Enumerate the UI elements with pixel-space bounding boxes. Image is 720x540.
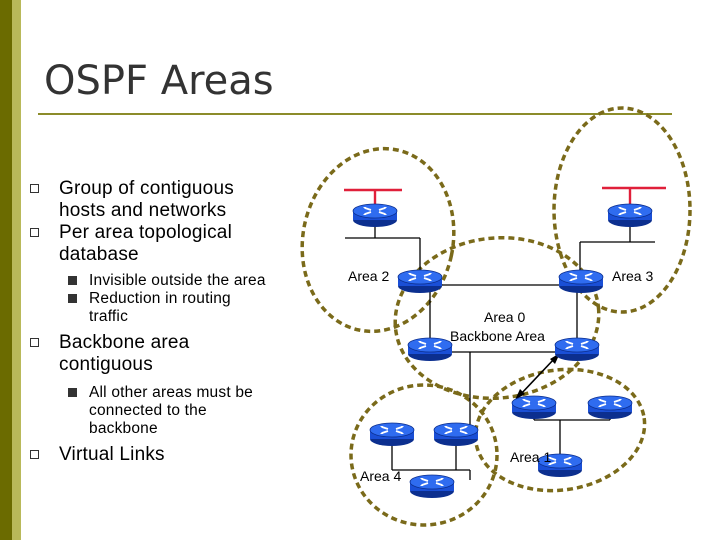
- side-bar-dark: [0, 0, 12, 540]
- bullet-square-icon: [30, 228, 39, 237]
- router-icon: [397, 269, 443, 294]
- bullet-line: Virtual Links: [59, 444, 165, 465]
- sub-bullet-item: All other areas must be connected to the…: [30, 384, 320, 438]
- sub-bullet-square-icon: [68, 276, 77, 285]
- sub-bullet-square-icon: [68, 294, 77, 303]
- bullet-line: connected to the: [89, 402, 207, 419]
- bullet-line: Reduction in routing: [89, 290, 231, 307]
- bullet-line: Group of contiguous: [59, 178, 234, 199]
- bullet-line: Backbone area: [59, 332, 190, 353]
- router-icon: [433, 422, 479, 447]
- bullet-line: Invisible outside the area: [89, 272, 266, 289]
- area4-boundary: [349, 383, 499, 527]
- sub-bullet-item: Reduction in routing traffic: [30, 290, 320, 326]
- bullet-line: database: [59, 244, 139, 265]
- area0-boundary: [393, 235, 601, 401]
- bullet-square-icon: [30, 338, 39, 347]
- arrowhead-icon: [515, 389, 525, 400]
- area1-boundary: [473, 367, 647, 493]
- bullet-line: Per area topological: [59, 222, 232, 243]
- router-icon: [587, 395, 633, 420]
- router-icon: [407, 337, 453, 362]
- bullet-item: Per area topological database: [30, 222, 320, 266]
- side-bar-light: [12, 0, 21, 540]
- bullet-line: backbone: [89, 420, 158, 437]
- bullet-square-icon: [30, 450, 39, 459]
- bullet-line: All other areas must be: [89, 384, 253, 401]
- sub-bullet-square-icon: [68, 388, 77, 397]
- bullet-item: Virtual Links: [30, 444, 320, 466]
- virtual-link-arrow: [519, 357, 556, 396]
- slide-title: OSPF Areas: [44, 58, 274, 104]
- area0-label-line1: Area 0: [484, 309, 525, 325]
- sub-bullet-item: Invisible outside the area: [30, 272, 320, 290]
- router-icon: [352, 203, 398, 228]
- area3-label: Area 3: [612, 268, 653, 284]
- bullet-line: hosts and networks: [59, 200, 227, 221]
- router-icon: [554, 337, 600, 362]
- area1-label: Area 1: [510, 449, 551, 465]
- area0-label-line2: Backbone Area: [450, 328, 545, 344]
- bullet-list: Group of contiguous hosts and networks P…: [30, 178, 320, 466]
- router-icon: [511, 395, 557, 420]
- bullet-line: contiguous: [59, 354, 153, 375]
- area4-label: Area 4: [360, 468, 401, 484]
- bullet-item: Backbone area contiguous: [30, 332, 320, 376]
- bullet-item: Group of contiguous hosts and networks: [30, 178, 320, 222]
- router-icon: [607, 203, 653, 228]
- router-icon: [558, 269, 604, 294]
- router-icon: [369, 422, 415, 447]
- bullet-square-icon: [30, 184, 39, 193]
- area3-boundary: [552, 106, 692, 314]
- area2-label: Area 2: [348, 268, 389, 284]
- area2-boundary: [300, 146, 456, 334]
- router-icon: [409, 474, 455, 499]
- bullet-line: traffic: [89, 308, 129, 325]
- title-rule: [38, 113, 672, 115]
